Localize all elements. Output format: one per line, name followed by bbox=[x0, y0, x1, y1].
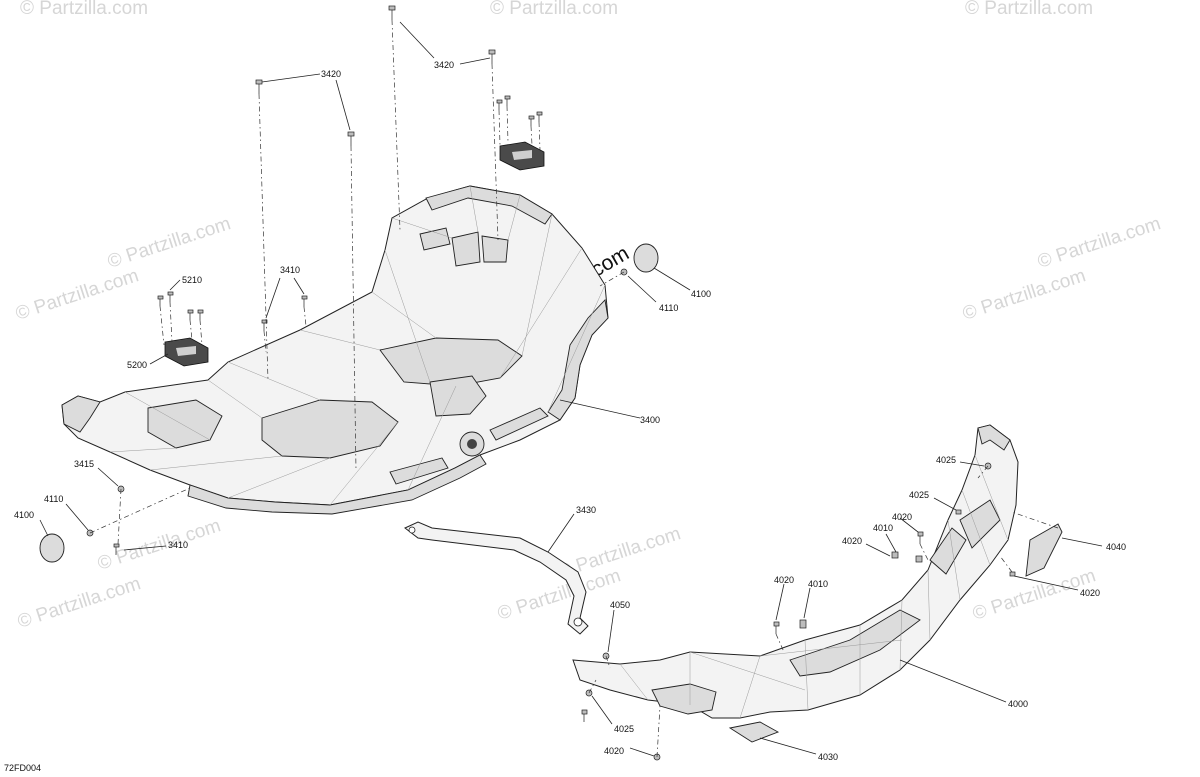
callout-4100: 4100 bbox=[691, 289, 711, 299]
callout-4040: 4040 bbox=[1106, 542, 1126, 552]
callout-4010: 4010 bbox=[808, 579, 828, 589]
callout-4020: 4020 bbox=[1080, 588, 1100, 598]
fasteners bbox=[86, 5, 1016, 761]
callout-3410: 3410 bbox=[168, 540, 188, 550]
assembly-lines bbox=[89, 19, 1059, 758]
drawing-code: 72FD004 bbox=[4, 763, 41, 773]
callout-4025: 4025 bbox=[936, 455, 956, 465]
front-bumper-4000 bbox=[572, 424, 1019, 719]
callout-3420: 3420 bbox=[321, 69, 341, 79]
callout-4100: 4100 bbox=[14, 510, 34, 520]
watermark: © Partzilla.com bbox=[965, 0, 1093, 19]
callout-3400: 3400 bbox=[640, 415, 660, 425]
callout-4110: 4110 bbox=[659, 303, 678, 313]
callout-4020: 4020 bbox=[892, 512, 912, 522]
callout-4025: 4025 bbox=[909, 490, 929, 500]
callout-4110: 4110 bbox=[44, 494, 63, 504]
watermark: © Partzilla.com bbox=[490, 0, 618, 19]
watermark: © Partzilla.com bbox=[960, 265, 1088, 325]
watermark: © Partzilla.com bbox=[15, 573, 143, 633]
callout-4025: 4025 bbox=[614, 724, 634, 734]
cap-4100-left bbox=[39, 533, 65, 563]
watermark: © Partzilla.com bbox=[13, 265, 141, 325]
reflector-4030 bbox=[728, 721, 780, 743]
callout-3430: 3430 bbox=[576, 505, 596, 515]
watermark: © Partzilla.com bbox=[20, 0, 148, 19]
callout-4030: 4030 bbox=[818, 752, 838, 762]
cap-4100-right bbox=[633, 243, 659, 273]
callout-3420: 3420 bbox=[434, 60, 454, 70]
reflector-4040 bbox=[1025, 523, 1063, 577]
spacer-block-5200-right bbox=[499, 141, 545, 171]
callout-4020: 4020 bbox=[842, 536, 862, 546]
callout-labels: 3420 3420 5210 3410 5200 4110 4100 3400 … bbox=[14, 60, 1126, 762]
skid-plate-3400 bbox=[61, 185, 609, 515]
watermark: © Partzilla.com bbox=[1035, 213, 1163, 273]
leader-lines bbox=[39, 21, 1103, 757]
callout-4010: 4010 bbox=[873, 523, 893, 533]
callout-3410: 3410 bbox=[280, 265, 300, 275]
callout-5210: 5210 bbox=[182, 275, 202, 285]
callout-4050: 4050 bbox=[610, 600, 630, 610]
watermark: © Partzilla.com bbox=[105, 213, 233, 273]
bracket-3430 bbox=[404, 521, 589, 635]
callout-4000: 4000 bbox=[1008, 699, 1028, 709]
callout-4020: 4020 bbox=[774, 575, 794, 585]
spacer-block-5200-left bbox=[164, 337, 209, 367]
callout-4020: 4020 bbox=[604, 746, 624, 756]
callout-3415: 3415 bbox=[74, 459, 94, 469]
callout-5200: 5200 bbox=[127, 360, 147, 370]
